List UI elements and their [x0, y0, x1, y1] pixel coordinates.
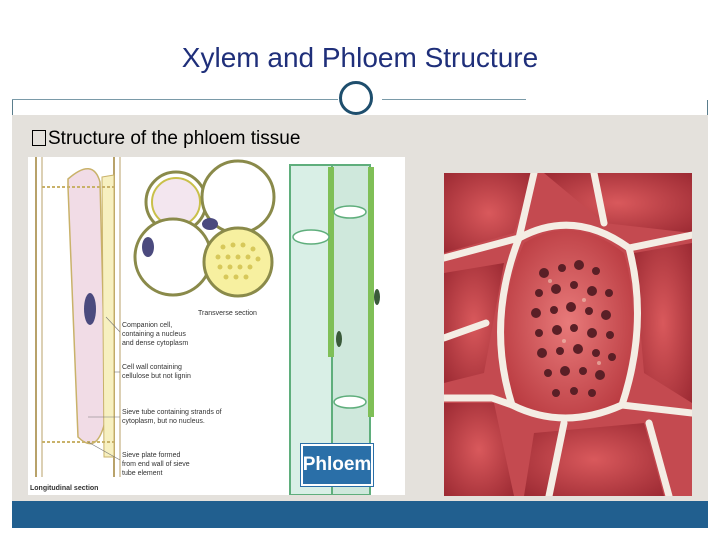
footer-bar — [12, 501, 708, 528]
label-transverse-section: Transverse section — [198, 310, 257, 317]
label-sieve-plate-3: tube element — [122, 470, 163, 477]
title-divider-right — [382, 99, 526, 100]
label-sieve-plate-1: Sieve plate formed — [122, 452, 180, 459]
bullet-box-icon — [32, 130, 46, 146]
label-companion-cell-1: Companion cell, — [122, 322, 172, 329]
label-sieve-tube-2: cytoplasm, but no nucleus. — [122, 418, 205, 425]
label-companion-cell-3: and dense cytoplasm — [122, 340, 188, 347]
label-cell-wall-1: Cell wall containing — [122, 364, 182, 371]
label-sieve-tube-1: Sieve tube containing strands of — [122, 409, 222, 416]
phloem-badge: Phloem — [301, 444, 373, 486]
phloem-badge-label: Phloem — [302, 454, 372, 475]
label-cell-wall-2: cellulose but not lignin — [122, 373, 191, 380]
title-divider-left — [12, 99, 338, 100]
slide-title: Xylem and Phloem Structure — [181, 42, 539, 73]
phloem-diagram: Transverse section Companion cell, conta… — [28, 157, 405, 496]
label-sieve-plate-2: from end wall of sieve — [122, 461, 190, 468]
sieve-tube-3d-drawing — [289, 164, 380, 496]
phloem-micrograph-image — [440, 169, 696, 500]
bullet-text: Structure of the phloem tissue — [48, 128, 301, 149]
label-longitudinal-section: Longitudinal section — [30, 485, 98, 492]
longitudinal-sieve-tube-drawing — [35, 157, 121, 477]
diagram-annotations: Transverse section Companion cell, conta… — [30, 310, 257, 492]
label-companion-cell-2: containing a nucleus — [122, 331, 186, 338]
transverse-section-drawing — [133, 159, 276, 298]
bullet-item: Structure of the phloem tissue — [32, 128, 300, 150]
divider-circle-ornament — [339, 81, 373, 115]
